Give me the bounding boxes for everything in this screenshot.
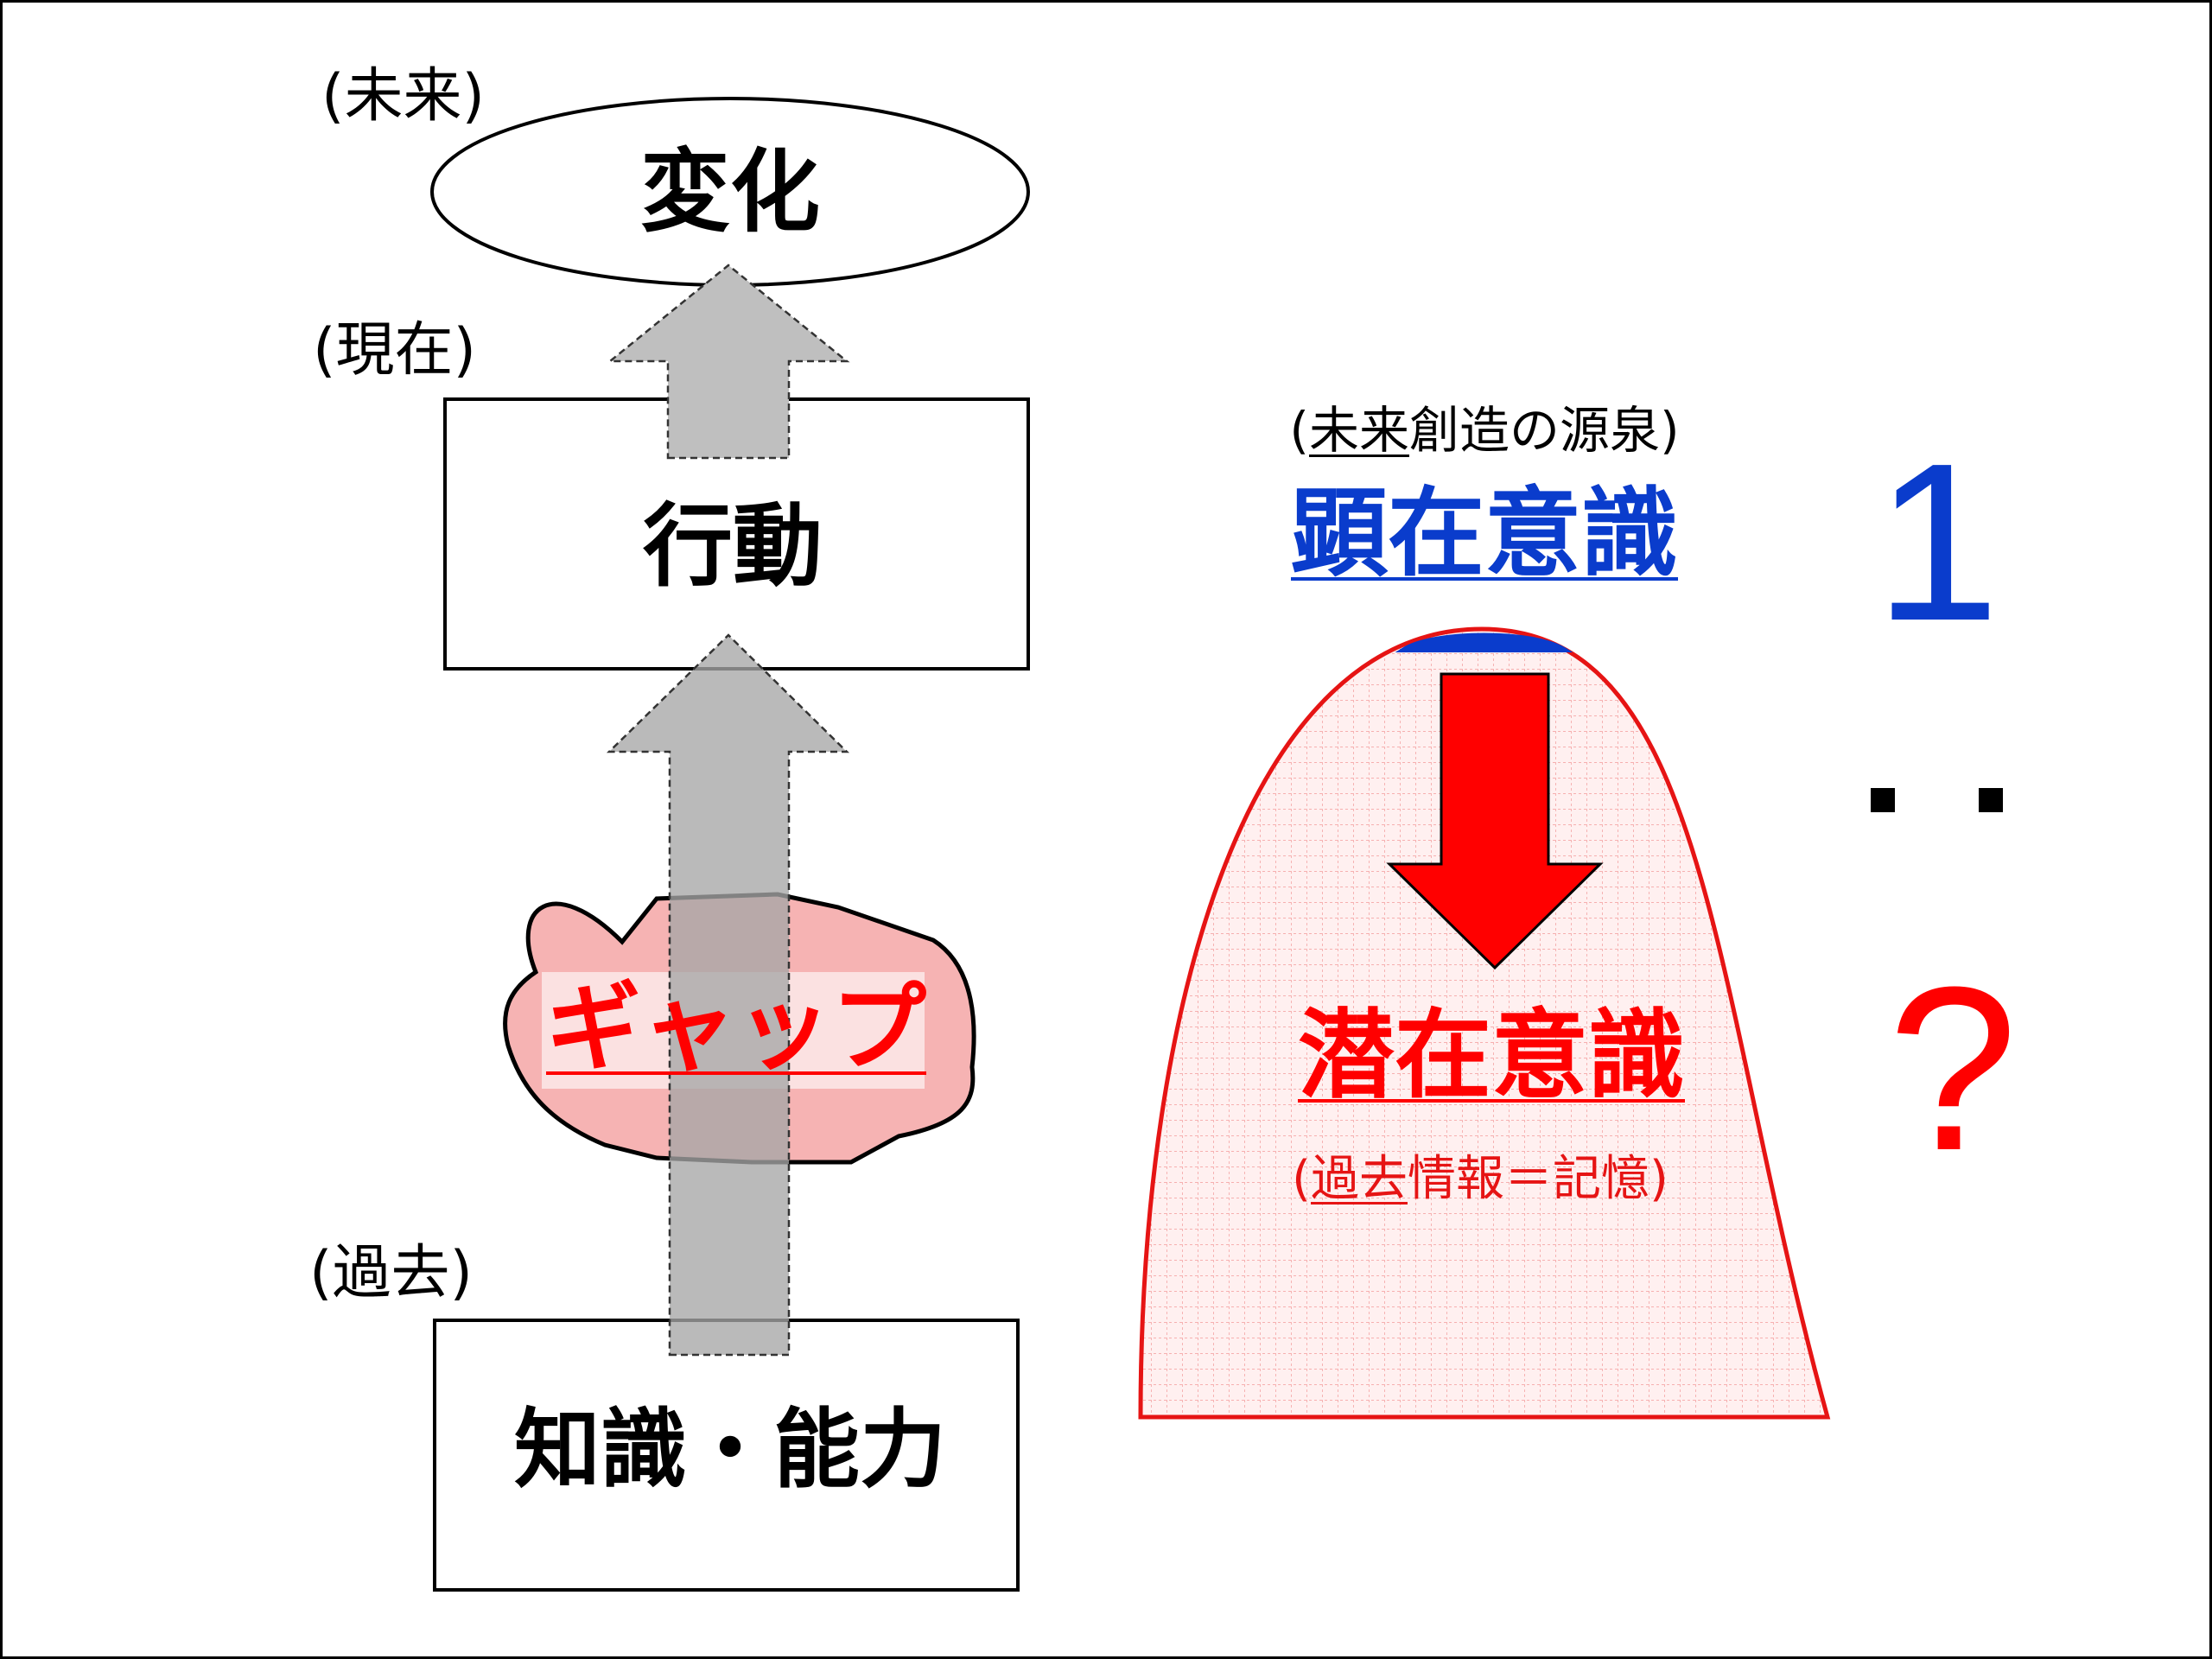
present-tag: (現在) — [313, 316, 477, 385]
past-info-caption: (過去情報＝記憶) — [1292, 1155, 1669, 1204]
past-tag: (過去) — [309, 1239, 474, 1307]
action-label: 行動 — [642, 493, 823, 599]
ratio-dot-left — [1871, 788, 1895, 812]
knowledge-box — [433, 1319, 1020, 1592]
conscious-tip — [1395, 632, 1573, 652]
past-info-rest: 情報＝記憶) — [1408, 1151, 1669, 1207]
future-tag: (未来) — [321, 62, 486, 130]
knowledge-to-action-arrow — [606, 633, 850, 1357]
subconscious-label: 潜在意識 — [1298, 1000, 1685, 1112]
ratio-bottom: ? — [1887, 939, 2018, 1199]
past-info-underlined: 過去 — [1311, 1151, 1408, 1207]
future-source-rest: 創造の源泉) — [1409, 401, 1680, 460]
future-source-caption: (未来創造の源泉) — [1289, 405, 1679, 455]
gap-label: ギャップ — [546, 973, 926, 1084]
action-to-change-arrow — [607, 264, 850, 460]
past-info-open: ( — [1292, 1151, 1311, 1207]
future-source-open: ( — [1289, 401, 1309, 460]
change-label: 変化 — [639, 139, 821, 245]
knowledge-label: 知識・能力 — [514, 1399, 946, 1500]
ratio-dot-right — [1979, 788, 2003, 812]
conscious-label: 顕在意識 — [1291, 478, 1678, 590]
future-source-underlined: 未来 — [1308, 401, 1410, 460]
down-arrow — [1386, 672, 1604, 970]
ratio-top: 1 — [1874, 417, 2000, 668]
subconscious-mountain-grid — [1138, 626, 1831, 1420]
